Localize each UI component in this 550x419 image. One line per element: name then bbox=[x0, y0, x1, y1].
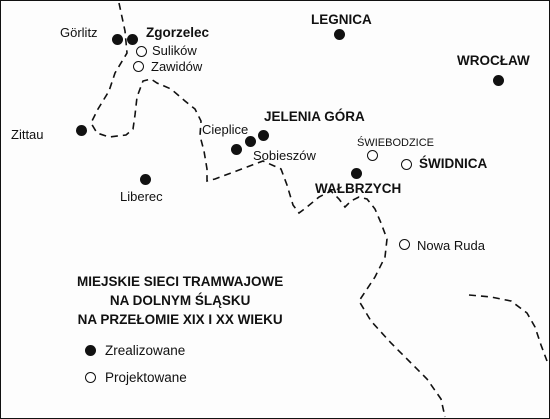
legend-title-line-1: MIEJSKIE SIECI TRAMWAJOWE bbox=[77, 274, 284, 289]
legend-item-realized: Zrealizowane bbox=[85, 343, 185, 358]
label-gorlitz: Görlitz bbox=[60, 25, 98, 40]
legend: MIEJSKIE SIECI TRAMWAJOWE NA DOLNYM ŚLĄS… bbox=[77, 272, 283, 329]
label-walbrzych: WAŁBRZYCH bbox=[315, 181, 402, 196]
label-zawidow: Zawidów bbox=[151, 59, 203, 74]
marker-nowa-ruda bbox=[399, 239, 410, 250]
label-swidnica: ŚWIDNICA bbox=[419, 156, 488, 171]
legend-item-planned: Projektowane bbox=[85, 370, 187, 385]
legend-title-line-2: NA DOLNYM ŚLĄSKU bbox=[109, 293, 251, 308]
state-border-east bbox=[468, 294, 548, 362]
marker-sobieszow bbox=[231, 144, 242, 155]
marker-zgorzelec bbox=[127, 34, 138, 45]
marker-swiebodzice bbox=[367, 150, 378, 161]
label-sulikow: Sulików bbox=[152, 43, 197, 58]
label-zittau: Zittau bbox=[11, 127, 44, 142]
legend-title-line-3: NA PRZEŁOMIE XIX I XX WIEKU bbox=[77, 312, 283, 327]
marker-legnica bbox=[334, 29, 345, 40]
marker-cieplice bbox=[245, 136, 256, 147]
marker-walbrzych bbox=[351, 168, 362, 179]
legend-open-circle-icon bbox=[85, 372, 96, 383]
label-nowa-ruda: Nowa Ruda bbox=[417, 238, 485, 253]
label-jelenia-gora: JELENIA GÓRA bbox=[264, 109, 365, 124]
marker-zawidow bbox=[133, 61, 144, 72]
marker-wroclaw bbox=[493, 75, 504, 86]
label-sobieszow: Sobieszów bbox=[253, 148, 316, 163]
marker-zittau bbox=[76, 125, 87, 136]
state-border-west bbox=[90, 2, 446, 418]
label-liberec: Liberec bbox=[120, 189, 163, 204]
label-zgorzelec: Zgorzelec bbox=[146, 25, 210, 40]
marker-gorlitz bbox=[112, 34, 123, 45]
marker-jelenia-gora bbox=[258, 130, 269, 141]
marker-sulikow bbox=[136, 46, 147, 57]
legend-planned-label: Projektowane bbox=[105, 370, 187, 385]
marker-liberec bbox=[140, 174, 151, 185]
label-swiebodzice: ŚWIEBODZICE bbox=[357, 137, 435, 149]
marker-swidnica bbox=[401, 159, 412, 170]
legend-realized-label: Zrealizowane bbox=[105, 343, 186, 358]
label-legnica: LEGNICA bbox=[311, 12, 372, 27]
legend-filled-circle-icon bbox=[85, 345, 96, 356]
label-wroclaw: WROCŁAW bbox=[457, 53, 530, 68]
label-cieplice: Cieplice bbox=[202, 122, 249, 137]
